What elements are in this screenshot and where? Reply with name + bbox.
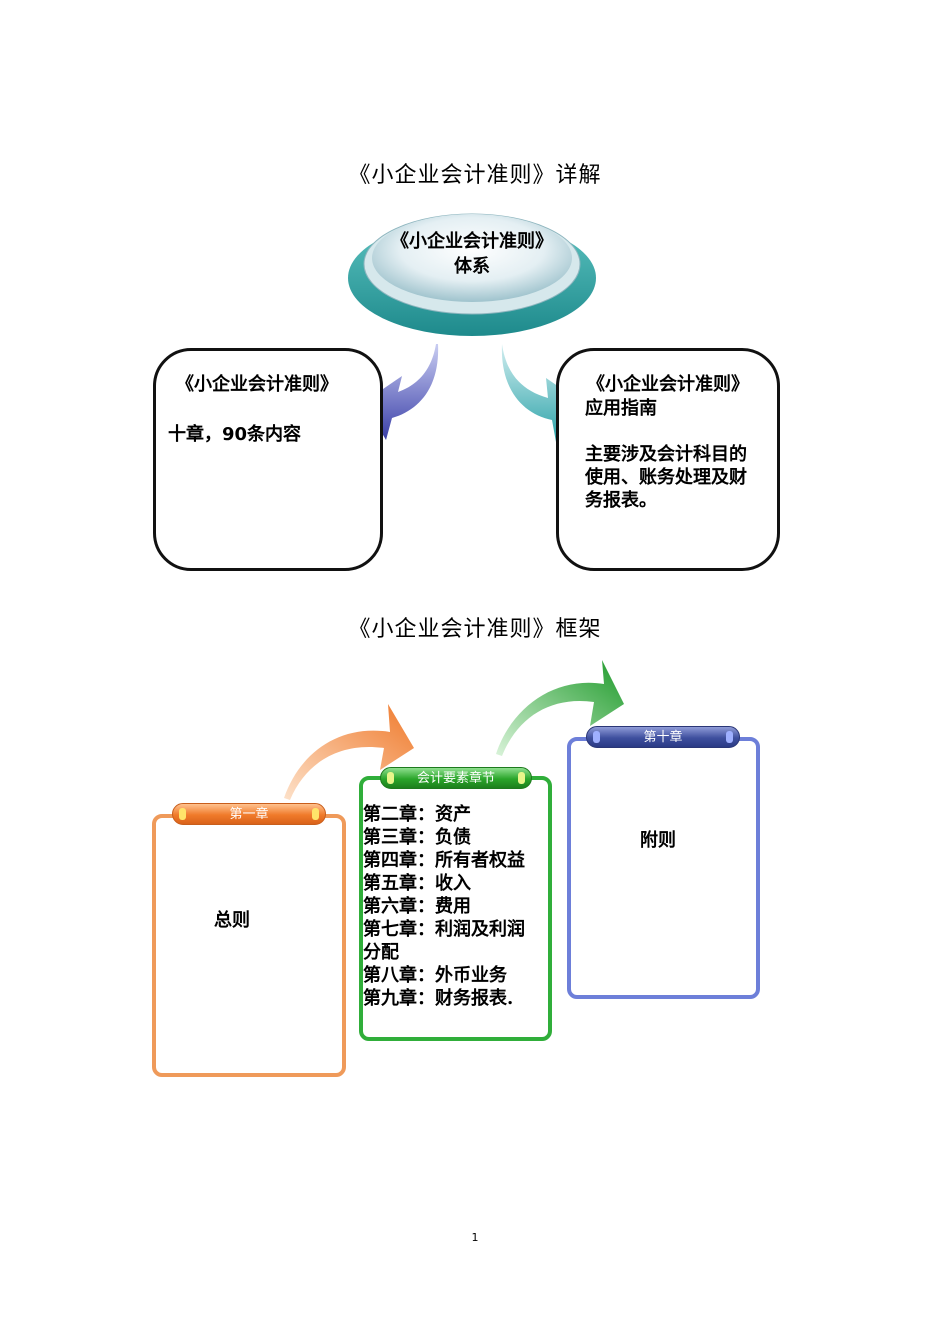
- arrow-orange-icon: [284, 704, 414, 800]
- framework-title: 《小企业会计准则》框架: [348, 617, 602, 642]
- hub-subtitle: 体系: [454, 256, 490, 277]
- guide-box-subtitle: 应用指南: [585, 398, 657, 419]
- tag-cap-right: [518, 772, 525, 784]
- guide-box-line1: 主要涉及会计科目的: [585, 444, 747, 465]
- list-item: 第五章：收入: [363, 873, 471, 894]
- tag-cap-left: [387, 772, 394, 784]
- hub-label: 《小企业会计准则》 体系: [362, 229, 582, 279]
- tag-cap-left: [593, 731, 600, 743]
- standards-box: 《小企业会计准则》 十章，90条内容: [153, 348, 383, 571]
- chapter-one-frame: [152, 814, 346, 1077]
- list-item: 第八章：外币业务: [363, 965, 507, 986]
- arrow-green-icon: [496, 660, 624, 756]
- chapter-list: 第二章：资产 第三章：负债 第四章：所有者权益 第五章：收入 第六章：费用 第七…: [363, 803, 548, 1010]
- page-number: 1: [471, 1231, 479, 1244]
- tag-cap-right: [726, 731, 733, 743]
- guide-box-line3: 务报表。: [585, 490, 657, 511]
- chapter-ten-label: 附则: [640, 830, 676, 851]
- list-item: 第九章：财务报表.: [363, 988, 514, 1009]
- standards-box-title: 《小企业会计准则》: [176, 374, 338, 395]
- chapter-ten-frame: [567, 737, 760, 999]
- chapter-ten-tag: 第十章: [586, 726, 740, 748]
- chapter-one-label: 总则: [214, 910, 250, 931]
- list-item: 第三章：负债: [363, 827, 471, 848]
- standards-box-content: 十章，90条内容: [168, 424, 302, 445]
- tag-cap-right: [312, 808, 319, 820]
- elements-tag-label: 会计要素章节: [416, 771, 495, 786]
- chapter-ten-tag-label: 第十章: [643, 730, 683, 745]
- guide-box-line2: 使用、账务处理及财: [585, 467, 747, 488]
- chapter-one-tag-label: 第一章: [229, 807, 269, 822]
- tag-cap-left: [179, 808, 186, 820]
- elements-tag: 会计要素章节: [380, 767, 532, 789]
- list-item: 第四章：所有者权益: [363, 850, 525, 871]
- list-item: 第二章：资产: [363, 804, 471, 825]
- list-item: 分配: [363, 942, 399, 963]
- list-item: 第七章：利润及利润: [363, 919, 525, 940]
- guide-box: 《小企业会计准则》 应用指南 主要涉及会计科目的 使用、账务处理及财 务报表。: [556, 348, 780, 571]
- list-item: 第六章：费用: [363, 896, 471, 917]
- hub-disc: [348, 213, 596, 336]
- page-title: 《小企业会计准则》详解: [348, 163, 602, 188]
- chapter-one-tag: 第一章: [172, 803, 326, 825]
- guide-box-title: 《小企业会计准则》: [587, 374, 749, 395]
- hub-title: 《小企业会计准则》: [391, 231, 553, 252]
- elements-frame: [359, 776, 552, 1041]
